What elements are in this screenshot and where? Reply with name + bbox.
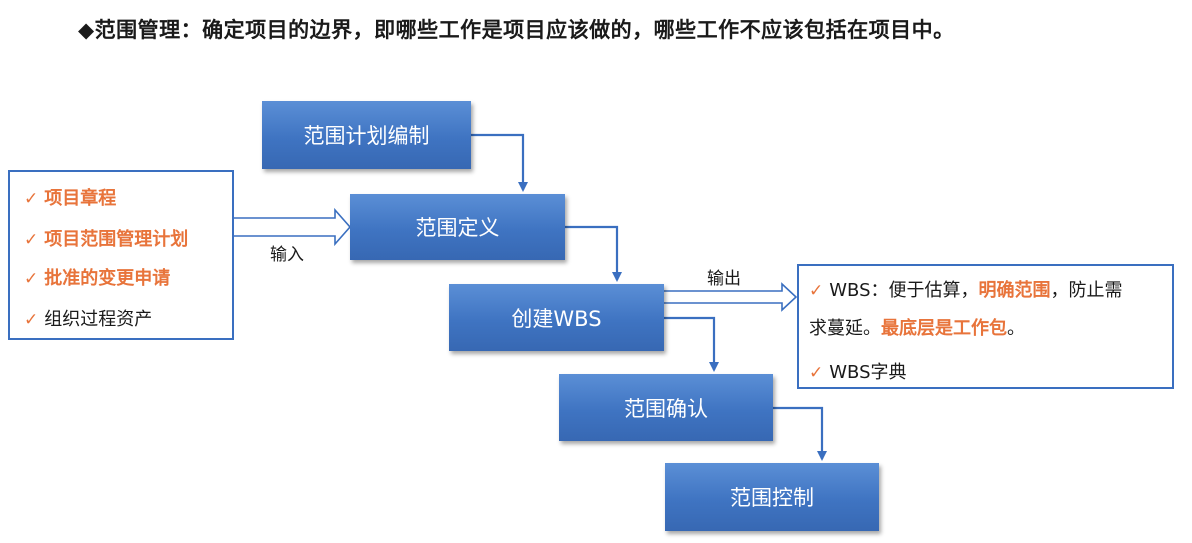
input-item: ✓项目章程 [24,188,117,209]
output-label: 输出 [707,269,741,289]
input-label: 输入 [270,245,304,265]
page-headline: ◆范围管理：确定项目的边界，即哪些工作是项目应该做的，哪些工作不应该包括在项目中… [78,18,955,42]
arrow-verify-to-control [773,406,827,461]
process-scope-verification: 范围确认 [559,374,773,441]
input-arrow [234,207,352,247]
process-scope-control: 范围控制 [665,463,879,531]
checkmark-icon: ✓ [809,281,824,301]
process-create-wbs: 创建WBS [449,284,664,351]
input-item: ✓组织过程资产 [24,309,153,330]
output-wbs-line-1: ✓WBS：便于估算，明确范围，防止需 [809,280,1123,301]
input-item: ✓项目范围管理计划 [24,229,189,250]
output-wbs-line-2: 求蔓延。最底层是工作包。 [809,318,1025,339]
checkmark-icon: ✓ [24,189,39,209]
checkmark-icon: ✓ [24,269,39,289]
arrow-wbs-to-verify [664,316,719,372]
checkmark-icon: ✓ [24,310,39,330]
process-scope-planning: 范围计划编制 [262,101,471,169]
output-arrow [664,282,798,312]
output-wbs-dictionary: ✓WBS字典 [809,362,907,383]
checkmark-icon: ✓ [24,230,39,250]
process-scope-definition: 范围定义 [350,194,565,260]
inputs-panel: ✓项目章程 ✓项目范围管理计划 ✓批准的变更申请 ✓组织过程资产 [8,170,234,340]
outputs-panel: ✓WBS：便于估算，明确范围，防止需 求蔓延。最底层是工作包。 ✓WBS字典 [797,264,1174,389]
checkmark-icon: ✓ [809,363,824,383]
arrow-define-to-wbs [565,225,622,282]
input-item: ✓批准的变更申请 [24,268,171,289]
arrow-plan-to-define [471,133,528,192]
